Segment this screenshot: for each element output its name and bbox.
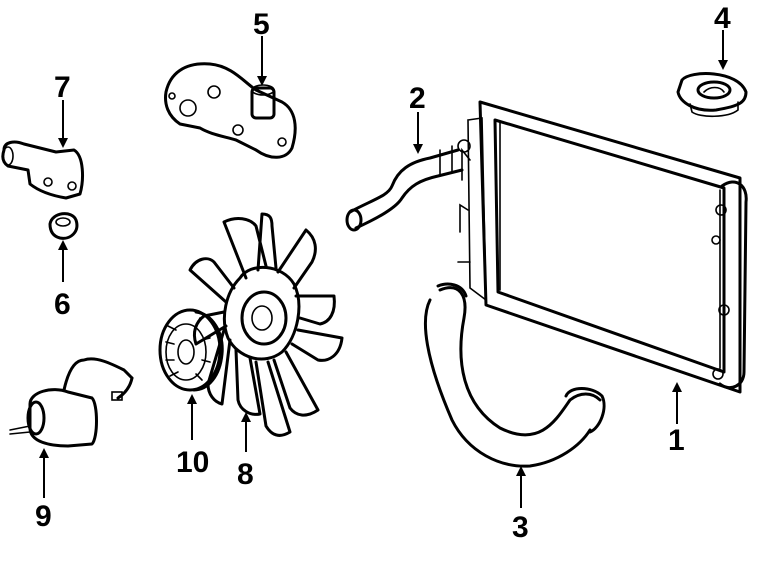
thermostat [48, 212, 79, 240]
callout-8: 8 [237, 458, 254, 491]
callout-2-arrowhead [413, 144, 423, 154]
lower-radiator-hose [423, 282, 606, 468]
callout-10: 10 [176, 446, 209, 479]
thermostat-housing [1, 140, 84, 200]
callout-6-arrowhead [58, 240, 68, 250]
callout-5-arrowhead [257, 76, 267, 86]
callout-8-arrowhead [241, 412, 251, 422]
callout-2: 2 [409, 82, 426, 115]
callout-1-arrowhead [672, 382, 682, 392]
radiator [457, 100, 748, 394]
callout-9: 9 [35, 500, 52, 533]
fan-motor [9, 357, 134, 448]
callout-3: 3 [512, 511, 529, 544]
water-pump [164, 62, 297, 159]
callout-10-arrowhead [187, 394, 197, 404]
callout-5: 5 [253, 8, 270, 41]
callout-7: 7 [54, 71, 71, 104]
callout-4-arrowhead [718, 60, 728, 70]
callout-3-arrowhead [516, 466, 526, 476]
callout-7-arrowhead [58, 138, 68, 148]
fan-clutch [158, 308, 224, 392]
radiator-cap [676, 72, 748, 118]
upper-radiator-hose [345, 139, 471, 232]
callout-6: 6 [54, 288, 71, 321]
callout-1: 1 [668, 424, 685, 457]
callout-4: 4 [714, 2, 731, 35]
callout-9-arrowhead [39, 448, 49, 458]
